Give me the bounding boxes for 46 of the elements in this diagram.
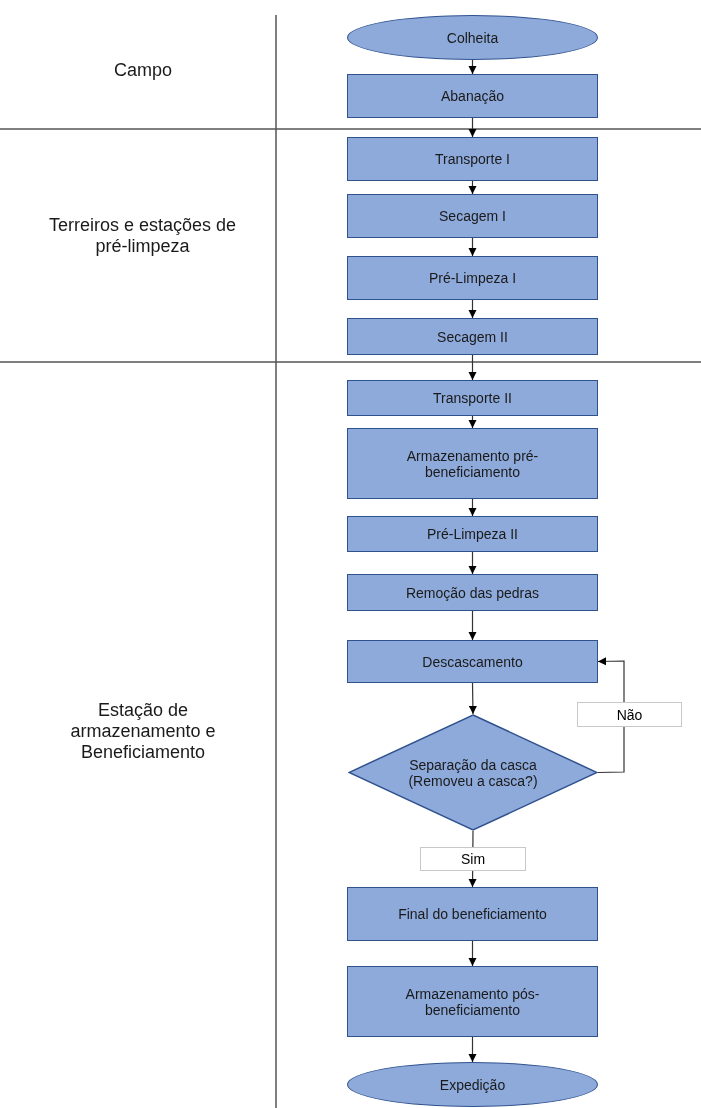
node-label: Pré-Limpeza I	[427, 270, 518, 286]
process-box	[347, 516, 598, 552]
process-box	[347, 194, 598, 238]
lane-label: Terreiros e estações de pré-limpeza	[47, 215, 238, 257]
process-box	[347, 428, 598, 499]
node-label: Final do beneficiamento	[397, 906, 548, 922]
process-box	[347, 74, 598, 118]
node-label: Abanação	[439, 88, 506, 104]
process-box	[347, 574, 598, 611]
process-box	[347, 256, 598, 300]
arrow	[468, 117, 477, 138]
process-box	[347, 887, 598, 941]
arrow	[468, 551, 477, 575]
arrow	[468, 682, 478, 715]
node-label: Secagem II	[436, 328, 509, 345]
lane-label: Estação de armazenamento e Beneficiamento	[69, 700, 217, 763]
arrow	[468, 940, 477, 967]
arrow	[468, 498, 477, 517]
node-label: Secagem I	[438, 208, 507, 224]
process-box	[347, 640, 598, 683]
arrow	[468, 59, 477, 75]
arrow	[468, 415, 477, 429]
process-box	[347, 318, 598, 355]
arrow	[468, 1036, 477, 1063]
node-label: Remoção das pedras	[404, 584, 541, 601]
node-label: Armazenamento pré-beneficiamento	[405, 447, 540, 480]
edge-label: Sim	[420, 847, 526, 871]
node-label: Expedição	[438, 1076, 507, 1093]
node-label: Descascamento	[421, 653, 524, 670]
arrow	[468, 237, 477, 257]
arrow	[468, 299, 477, 319]
process-box	[347, 966, 598, 1037]
edge-label: Não	[577, 702, 682, 727]
node-label: Transporte II	[432, 390, 513, 406]
arrow	[468, 180, 477, 195]
lane-label: Campo	[113, 60, 173, 81]
decision-diamond	[348, 714, 598, 831]
node-label: Colheita	[445, 29, 500, 46]
node-label: Armazenamento pós-beneficiamento	[404, 985, 541, 1018]
process-box	[347, 380, 598, 416]
node-label: Pré-Limpeza II	[425, 526, 519, 542]
arrow	[468, 610, 477, 641]
node-label: Transporte I	[434, 151, 511, 167]
node-label: Separação da casca (Removeu a casca?)	[407, 756, 539, 789]
process-box	[347, 137, 598, 181]
arrow	[468, 354, 477, 381]
